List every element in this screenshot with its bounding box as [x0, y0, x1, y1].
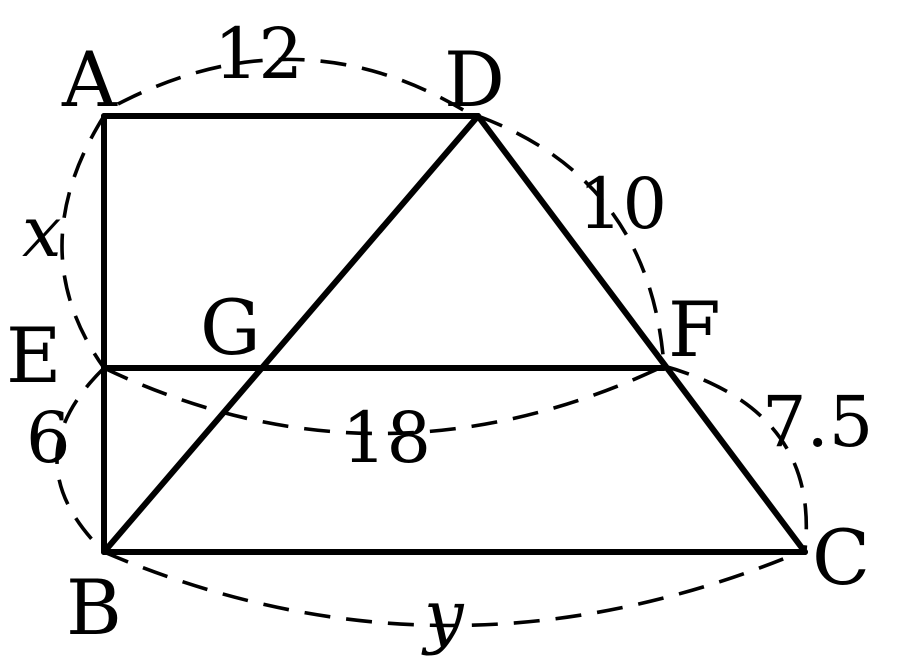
measure-bc: y	[421, 575, 465, 657]
measure-ef: 18	[342, 397, 431, 479]
segment-bd	[101, 113, 481, 555]
arc-bc	[103, 548, 806, 628]
arc-df	[477, 114, 666, 367]
measure-df: 10	[578, 163, 667, 245]
vertex-label-b: B	[66, 563, 122, 652]
vertex-label-a: A	[61, 35, 118, 124]
segment-dc	[475, 113, 808, 555]
arc-ae	[60, 115, 106, 370]
arc-fc	[663, 364, 808, 551]
measure-ae: x	[22, 191, 61, 273]
measure-fc: 7.5	[762, 381, 873, 463]
measure-ad: 12	[214, 13, 303, 95]
vertex-label-d: D	[444, 35, 505, 124]
arc-eb	[55, 366, 106, 554]
vertex-label-g: G	[200, 283, 261, 372]
measure-eb: 6	[26, 397, 71, 479]
vertex-label-c: C	[812, 513, 870, 602]
vertex-label-f: F	[668, 285, 721, 374]
vertex-label-e: E	[6, 311, 61, 400]
arc-ad	[117, 57, 471, 116]
